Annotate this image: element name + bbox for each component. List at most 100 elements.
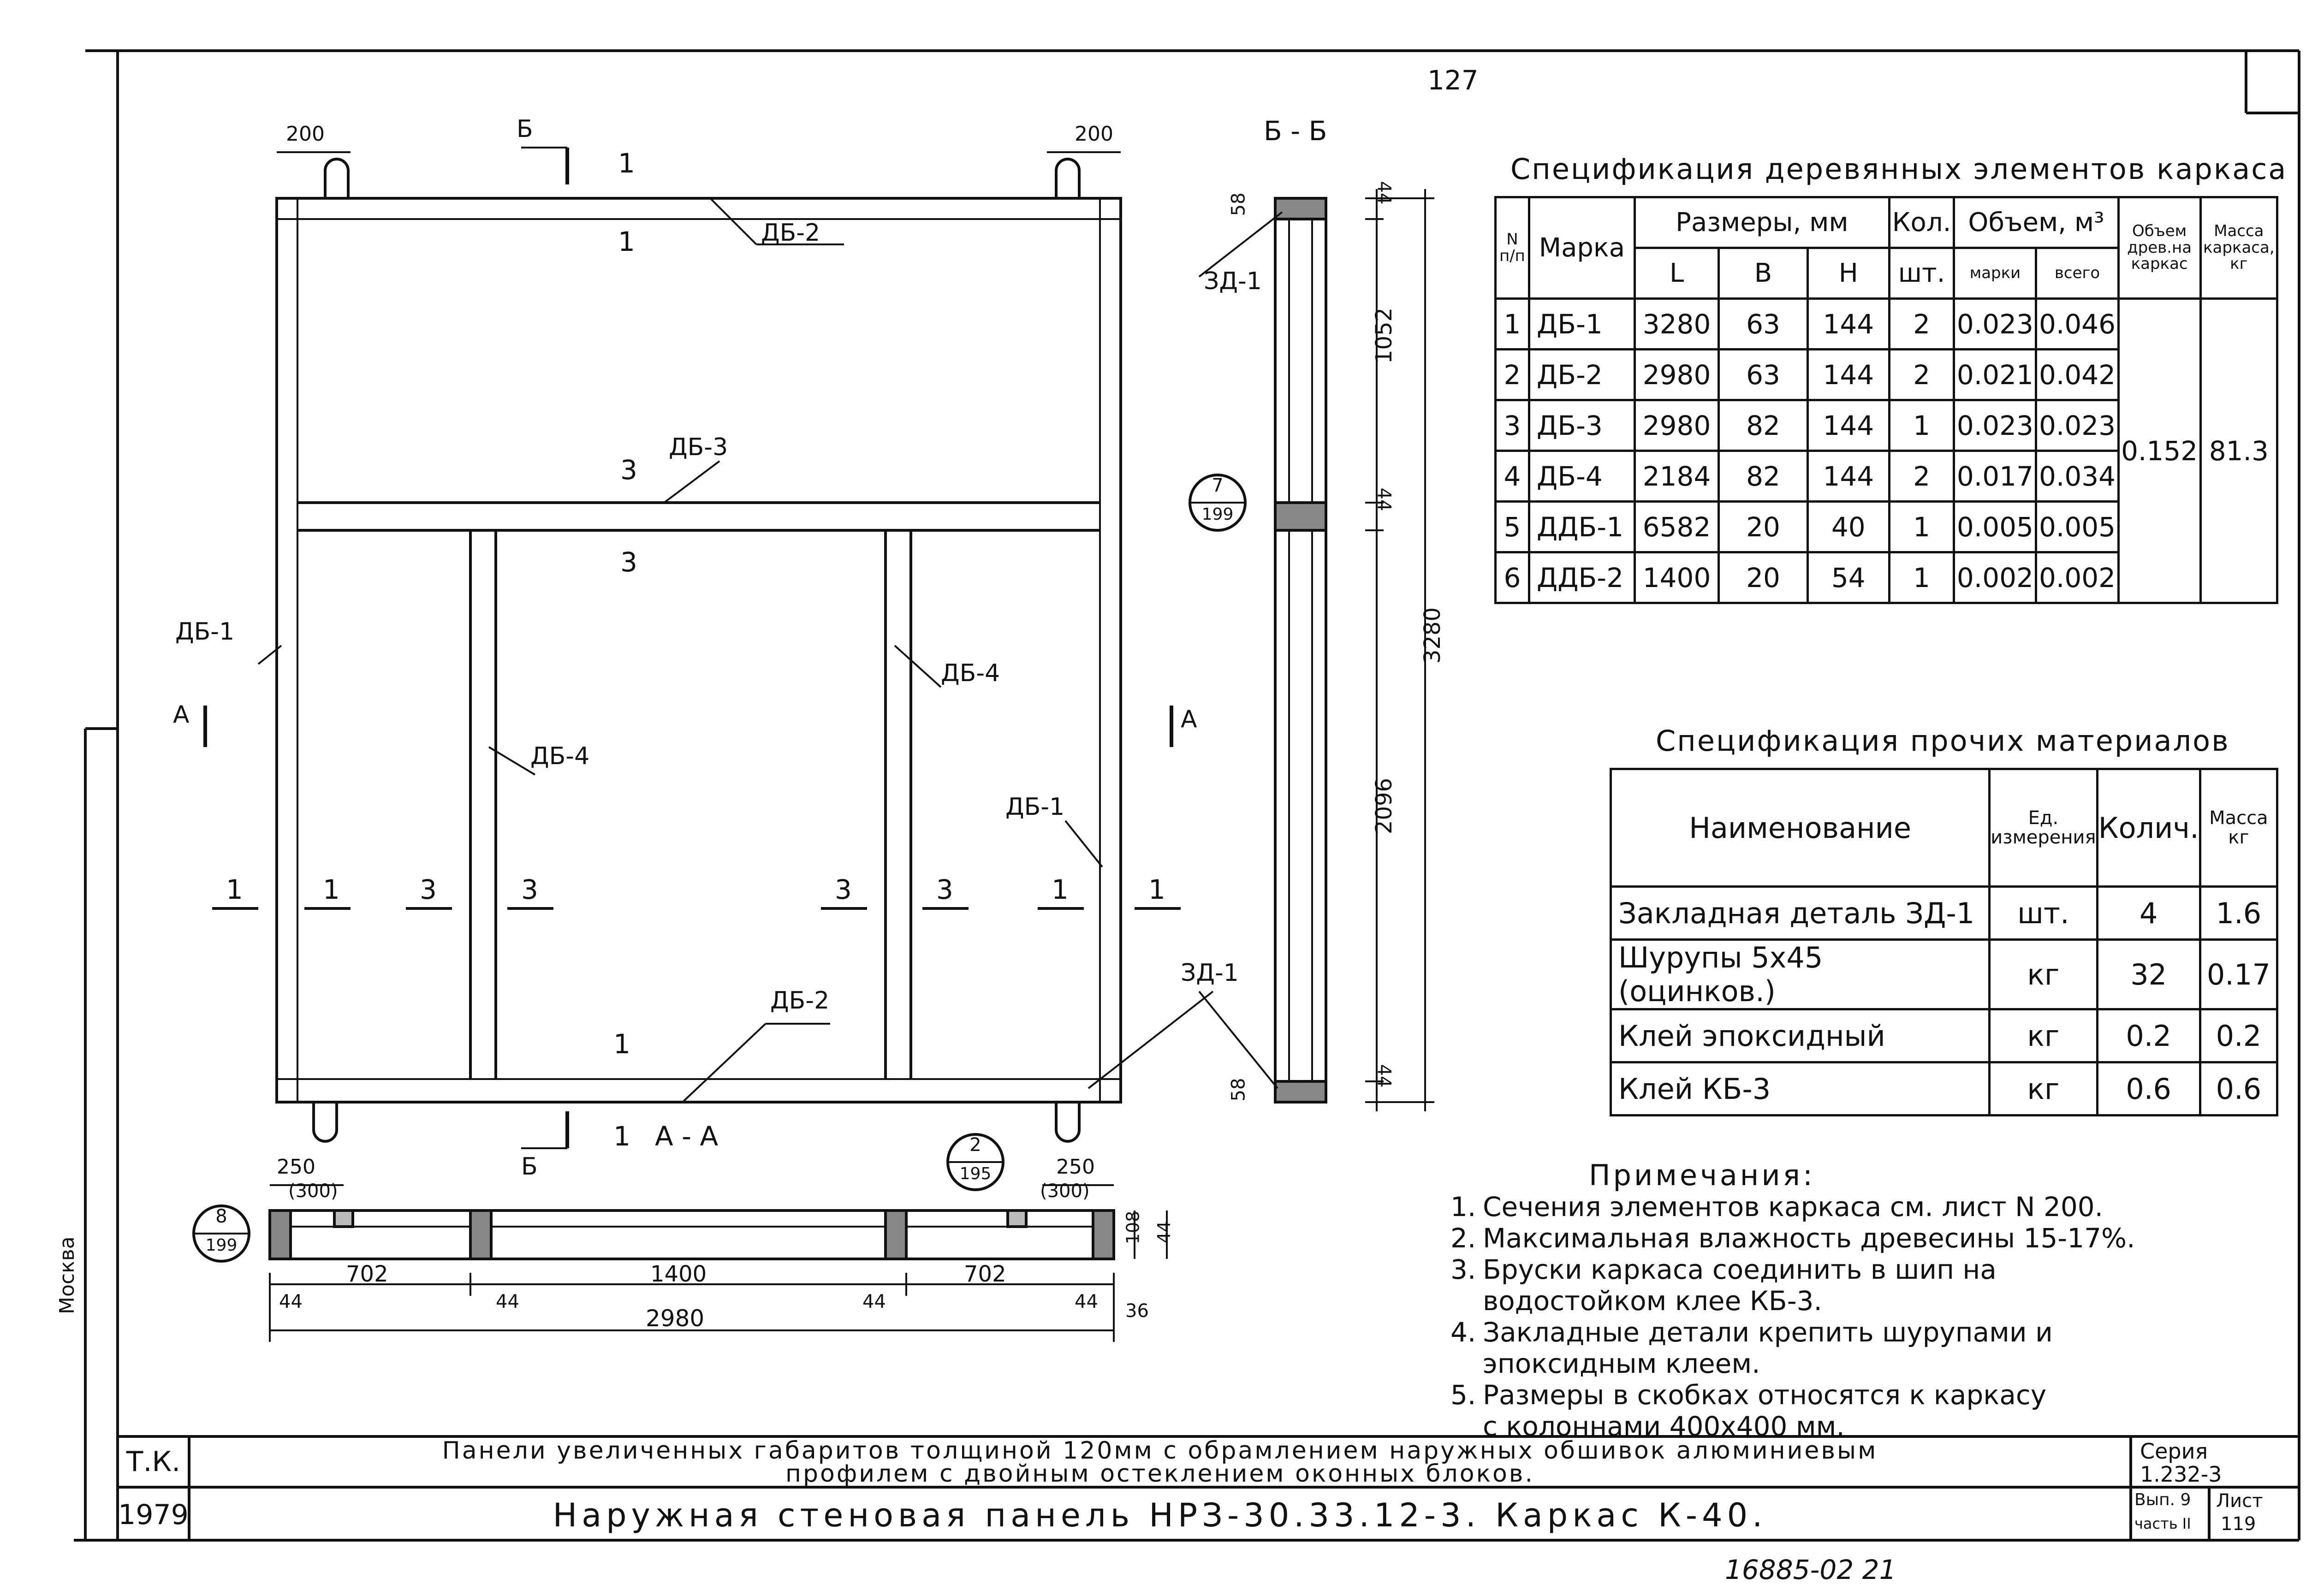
cell-v-mark: 0.017	[1953, 450, 2038, 503]
spec-other-h-unit: Ед. измерения	[1988, 768, 2098, 888]
dim-250-right: 250	[1056, 1155, 1095, 1179]
callout-7-199-bottom: 199	[1201, 505, 1234, 524]
note-text-cont: с колоннами 400х400 мм.	[1483, 1411, 1845, 1442]
section-bb-title: Б - Б	[1264, 115, 1327, 147]
mark-3-e: 3	[835, 874, 852, 905]
footer-code: 16885-02 21	[1725, 1554, 1896, 1585]
callout-2-195-top: 2	[969, 1134, 981, 1156]
label-db4-left: ДБ-4	[530, 742, 590, 770]
note-text: Бруски каркаса соединить в шип на	[1483, 1254, 1997, 1285]
dim-250-left: 250	[277, 1155, 315, 1179]
cell-n: 6	[1494, 551, 1530, 604]
cell-v-total: 0.005	[2035, 500, 2120, 553]
cell-mass: 1.6	[2199, 885, 2279, 941]
note-item: 4.Закладные детали крепить шурупами и	[1450, 1317, 2135, 1348]
dim-3280: 3280	[1420, 607, 1446, 664]
cell-qty: 32	[2096, 938, 2201, 1010]
dim-44-plan-e: 44	[1154, 1221, 1175, 1244]
section-mark-b-bottom: Б	[521, 1153, 538, 1181]
issue: Вып. 9	[2134, 1490, 2191, 1509]
cell-b: 20	[1718, 500, 1809, 553]
label-db1-left: ДБ-1	[175, 618, 235, 646]
cell-name: Клей эпоксидный	[1609, 1008, 1991, 1063]
cell-v-total: 0.002	[2035, 551, 2120, 604]
spec-wood-h-sizes: Размеры, мм	[1633, 196, 1890, 249]
table-row: Клей эпоксидный кг 0.2 0.2	[1609, 1008, 2279, 1063]
label-db2-top: ДБ-2	[761, 219, 820, 247]
mark-1-a: 1	[618, 148, 635, 179]
cell-unit: шт.	[1988, 885, 2098, 941]
note-text-cont: водостойком клее КБ-3.	[1483, 1285, 1822, 1317]
spec-wood-title: Спецификация деревянных элементов каркас…	[1510, 152, 2288, 186]
dim-36: 36	[1125, 1300, 1149, 1322]
cell-qty: 1	[1888, 500, 1955, 553]
cell-l: 2980	[1633, 348, 1720, 401]
mark-3-a: 3	[620, 454, 637, 486]
mark-3-f: 3	[936, 874, 953, 905]
note-number: 5.	[1450, 1379, 1476, 1411]
cell-mass: 0.6	[2199, 1061, 2279, 1116]
cell-qty: 1	[1888, 399, 1955, 452]
section-aa-title: А - А	[655, 1121, 719, 1152]
table-row: Закладная деталь ЗД-1 шт. 4 1.6	[1609, 885, 2279, 941]
callout-8-199-top: 8	[215, 1206, 227, 1227]
dim-44-bottom: 44	[1373, 1064, 1395, 1088]
cell-name: Закладная деталь ЗД-1	[1609, 885, 1991, 941]
note-item: 5.Размеры в скобках относятся к каркасу	[1450, 1379, 2135, 1411]
dim-200-left: 200	[286, 122, 325, 146]
spec-other-h-name: Наименование	[1609, 768, 1991, 888]
spec-other-title: Спецификация прочих материалов	[1656, 724, 2230, 758]
cell-v-total: 0.023	[2035, 399, 2120, 452]
title-year: 1979	[118, 1499, 189, 1531]
cell-n: 5	[1494, 500, 1530, 553]
part: часть II	[2134, 1515, 2191, 1532]
table-row: 6 ДДБ-2 1400 20 54 1 0.002 0.002	[1494, 551, 2277, 604]
cell-v-mark: 0.021	[1953, 348, 2038, 401]
spec-wood-h-qty: Кол.	[1888, 196, 1955, 249]
label-zd1-bottom: ЗД-1	[1181, 959, 1239, 987]
cell-mark: ДБ-3	[1527, 399, 1636, 452]
dim-1052: 1052	[1371, 307, 1397, 364]
cell-qty: 1	[1888, 551, 1955, 604]
notes-block: Примечания: 1.Сечения элементов каркаса …	[1450, 1160, 2135, 1442]
spec-wood-h-mark: Марка	[1527, 196, 1636, 300]
cell-n: 1	[1494, 297, 1530, 350]
note-number: 4.	[1450, 1317, 1476, 1348]
mark-1-c: 1	[613, 1028, 630, 1060]
cell-qty: 2	[1888, 297, 1955, 350]
cell-h: 144	[1806, 399, 1890, 452]
dim-2980: 2980	[646, 1305, 705, 1332]
mark-3-c: 3	[420, 874, 437, 905]
note-text: Закладные детали крепить шурупами и	[1483, 1317, 2053, 1348]
dim-44-plan-d: 44	[1075, 1291, 1098, 1312]
label-db3: ДБ-3	[669, 433, 728, 461]
dim-2096: 2096	[1371, 777, 1397, 835]
table-row: 4 ДБ-4 2184 82 144 2 0.017 0.034	[1494, 450, 2277, 503]
dim-44-top: 44	[1373, 181, 1395, 205]
spec-wood-h-b: В	[1718, 247, 1809, 300]
sheet-label: Лист	[2216, 1490, 2263, 1512]
mark-1-g: 1	[1052, 874, 1069, 905]
table-row: Клей КБ-3 кг 0.6 0.6	[1609, 1061, 2279, 1116]
table-row: 2 ДБ-2 2980 63 144 2 0.021 0.042	[1494, 348, 2277, 401]
series-value: 1.232-3	[2140, 1462, 2222, 1487]
cell-h: 144	[1806, 450, 1890, 503]
dim-44-plan-c: 44	[862, 1291, 886, 1312]
spec-wood-h-vol-total: всего	[2035, 247, 2120, 300]
note-text: Размеры в скобках относятся к каркасу	[1483, 1379, 2047, 1411]
dim-300-right: (300)	[1040, 1181, 1090, 1202]
cell-v-mark: 0.023	[1953, 297, 2038, 350]
spec-wood-h-frame-mass: Масса каркаса, кг	[2199, 196, 2279, 300]
cell-unit: кг	[1988, 1008, 2098, 1063]
cell-wood-volume-total: 0.152	[2117, 297, 2202, 604]
dim-58-bottom: 58	[1228, 1078, 1249, 1102]
spec-wood-h-vol-mark: марки	[1953, 247, 2038, 300]
margin-stamp: Москва	[55, 1236, 79, 1314]
cell-n: 2	[1494, 348, 1530, 401]
cell-v-total: 0.046	[2035, 297, 2120, 350]
table-row: 1 ДБ-1 3280 63 144 2 0.023 0.046 0.152 8…	[1494, 297, 2279, 604]
section-mark-b-top: Б	[517, 115, 533, 143]
dim-108: 108	[1123, 1210, 1143, 1245]
dim-1400: 1400	[650, 1261, 707, 1287]
cell-qty: 4	[2096, 885, 2201, 941]
